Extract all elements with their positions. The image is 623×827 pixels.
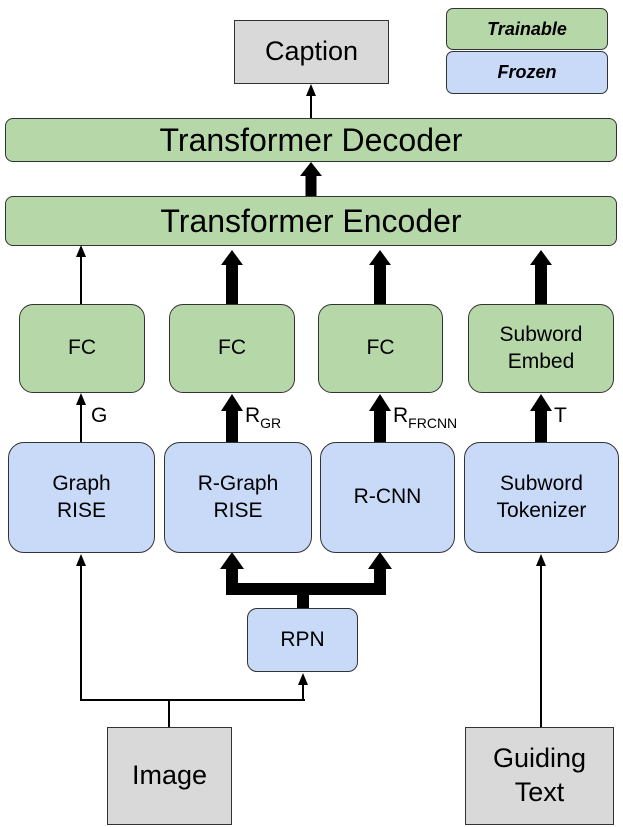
- edge-label-g: G: [91, 404, 107, 428]
- fc-box-rgraph: FC: [169, 304, 295, 393]
- subword-tokenizer-box: Subword Tokenizer: [464, 442, 619, 553]
- guiding-text-input-box: Guiding Text: [465, 727, 614, 825]
- transformer-decoder-box: Transformer Decoder: [5, 118, 617, 162]
- r-graph-rise-line-2: RISE: [213, 498, 263, 522]
- subword-embed-line-2: Embed: [507, 349, 575, 373]
- edge-label-r-gr-sub: GR: [260, 415, 282, 431]
- graph-rise-line-1: Graph: [52, 472, 111, 496]
- rpn-label: RPN: [280, 627, 325, 651]
- fc-label: FC: [68, 336, 96, 360]
- transformer-encoder-box: Transformer Encoder: [5, 196, 617, 246]
- edge-label-t: T: [554, 404, 567, 428]
- subword-tokenizer-line-1: Subword: [500, 472, 583, 496]
- transformer-decoder-label: Transformer Decoder: [159, 122, 463, 158]
- edge-label-r-gr: RGR: [245, 404, 281, 431]
- edge-label-r-frcnn: RFRCNN: [393, 404, 457, 431]
- graph-rise-box: Graph RISE: [8, 442, 155, 553]
- fc-label: FC: [366, 336, 395, 360]
- edge-label-r-frcnn-main: R: [393, 404, 409, 427]
- transformer-encoder-label: Transformer Encoder: [160, 203, 462, 239]
- graph-rise-line-2: RISE: [56, 498, 106, 522]
- r-graph-rise-box: R-Graph RISE: [164, 442, 312, 553]
- legend-frozen: Frozen: [446, 51, 608, 94]
- rpn-box: RPN: [247, 608, 358, 672]
- image-input-box: Image: [107, 727, 232, 825]
- subword-embed-box: Subword Embed: [468, 304, 614, 393]
- fc-box-graph: FC: [19, 304, 145, 393]
- subword-tokenizer-line-2: Tokenizer: [496, 498, 587, 522]
- subword-embed-line-1: Subword: [499, 323, 583, 347]
- fc-label: FC: [218, 336, 246, 360]
- edge-label-r-gr-main: R: [245, 404, 261, 427]
- r-cnn-box: R-CNN: [320, 442, 455, 553]
- edge-label-t-text: T: [554, 404, 567, 427]
- caption-label: Caption: [264, 36, 359, 67]
- edge-label-r-frcnn-sub: FRCNN: [408, 415, 458, 431]
- edge-label-g-text: G: [91, 404, 108, 427]
- r-cnn-label: R-CNN: [353, 485, 422, 509]
- guiding-text-line-1: Guiding: [492, 743, 587, 774]
- guiding-text-line-2: Text: [514, 777, 565, 807]
- r-graph-rise-line-1: R-Graph: [197, 472, 279, 496]
- legend-frozen-label: Frozen: [497, 62, 557, 83]
- legend-trainable: Trainable: [446, 8, 608, 50]
- legend-trainable-label: Trainable: [487, 18, 567, 39]
- image-input-label: Image: [131, 760, 208, 791]
- caption-box: Caption: [234, 20, 389, 84]
- fc-box-rcnn: FC: [318, 304, 443, 393]
